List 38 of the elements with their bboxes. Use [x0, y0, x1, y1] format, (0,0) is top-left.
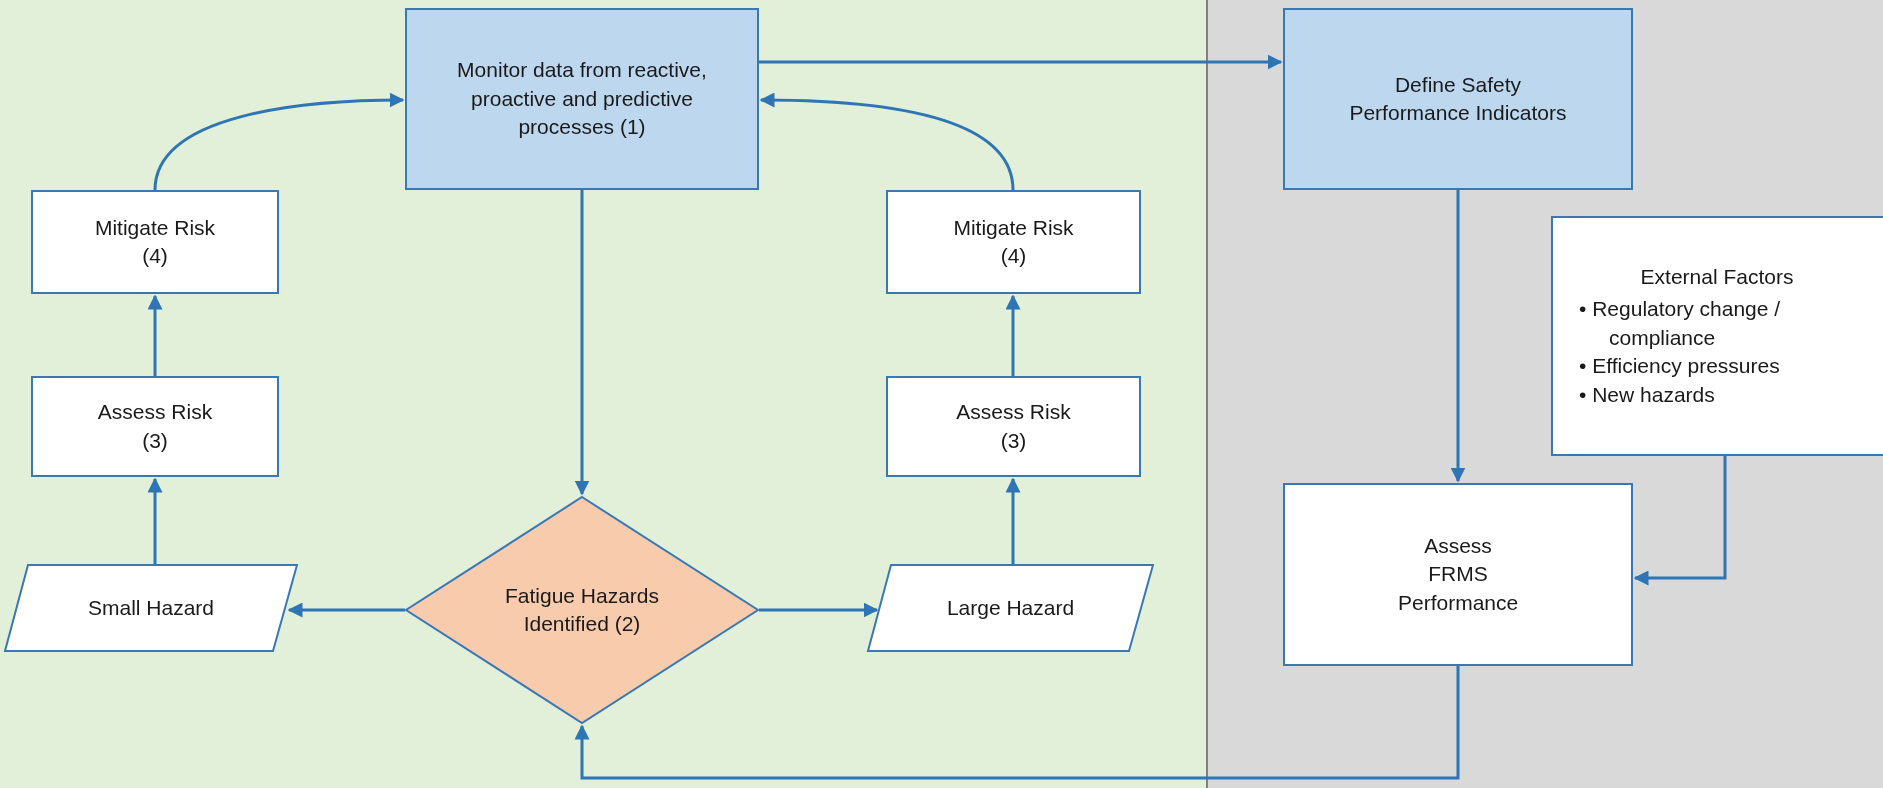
process-box [31, 376, 279, 477]
node-label: Small Hazard [87, 594, 214, 621]
node-label: Assess FRMS Performance [1398, 533, 1518, 616]
node-label: Fatigue Hazards Identified (2) [503, 582, 661, 637]
arrow [759, 54, 1283, 70]
process-box [31, 190, 279, 294]
data-parallelogram [867, 564, 1154, 652]
arrow [1005, 477, 1021, 564]
process-box [1283, 8, 1633, 190]
arrow [574, 190, 590, 496]
process-box [1283, 483, 1633, 666]
arrow [147, 477, 163, 564]
arrow [1450, 190, 1466, 483]
node-label: Monitor data from reactive, proactive and predictive processes (1) [456, 57, 708, 141]
node-label: Mitigate Risk (4) [952, 214, 1075, 269]
node-label: Mitigate Risk (4) [93, 214, 217, 269]
node-label: Large Hazard [946, 594, 1075, 621]
arrow [1005, 294, 1021, 376]
process-box [405, 8, 759, 190]
arrow [574, 666, 1460, 780]
process-box [886, 190, 1141, 294]
arrow [287, 602, 405, 618]
arrow [759, 92, 1015, 191]
note-box [1551, 216, 1883, 456]
data-parallelogram [4, 564, 298, 652]
bullet-item: • Efficiency pressures [1579, 353, 1781, 380]
arrow [147, 294, 163, 376]
arrow [1633, 456, 1727, 586]
process-box [886, 376, 1141, 477]
node-label: Define Safety Performance Indicators [1348, 71, 1568, 126]
bullet-item: • New hazards [1579, 381, 1716, 408]
arrow [759, 602, 879, 618]
node-label: Assess Risk (3) [96, 399, 214, 454]
decision-diamond [405, 496, 759, 724]
box-heading: External Factors [1640, 264, 1794, 291]
bullet-item: • Regulatory change / compliance [1579, 296, 1782, 351]
node-label: Assess Risk (3) [955, 399, 1072, 454]
arrow [153, 92, 405, 191]
